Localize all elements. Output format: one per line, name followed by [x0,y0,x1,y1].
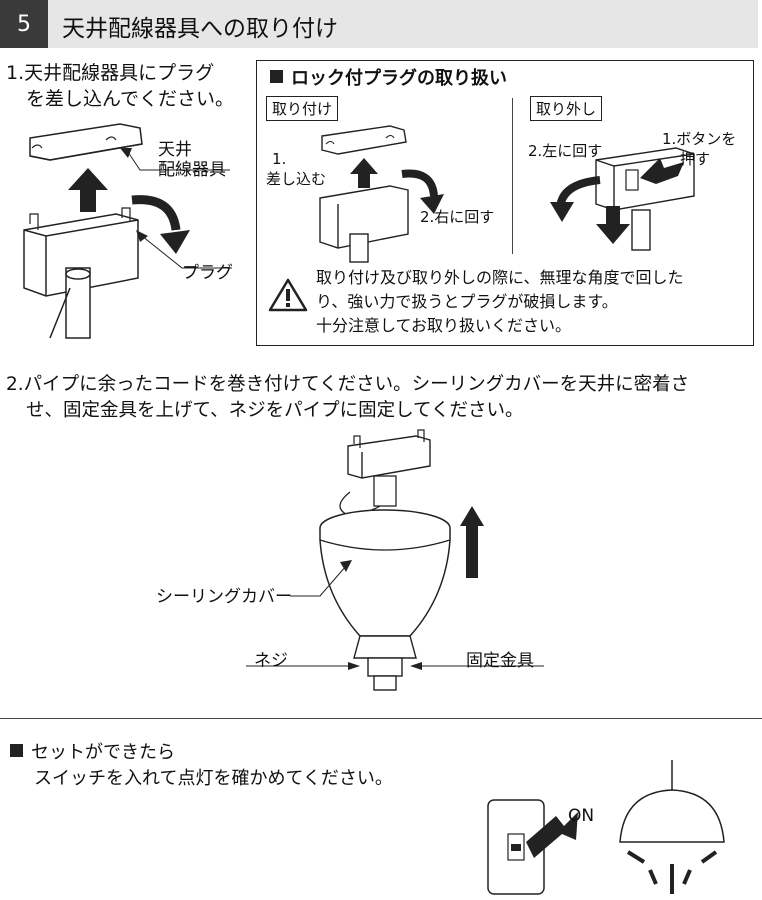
switch-on-label: ON [568,806,595,826]
warning-triangle-icon [268,278,308,312]
done-body: スイッチを入れて点灯を確かめてください。 [34,768,393,789]
section-divider [0,718,762,719]
step1-instruction-line2: を差し込んでください。 [26,88,235,110]
label-plug: プラグ [182,263,233,283]
warning-line3: 十分注意してお取り扱いください。 [316,316,572,335]
step-number-badge: 5 [0,0,48,48]
lock-plug-box [256,60,754,346]
warning-line2: り、強い力で扱うとプラグが破損します。 [316,292,618,311]
step1-instruction-line1: 1.天井配線器具にプラグ [6,62,215,84]
label-screw: ネジ [254,651,288,671]
step2-instruction-line2: せ、固定金具を上げて、ネジをパイプに固定してください。 [26,400,524,421]
tag-detach: 取り外し [530,96,603,121]
square-bullet-icon [10,744,23,757]
section-title: 天井配線器具への取り付け [62,16,338,42]
label-fixing-bracket: 固定金具 [466,651,534,671]
warning-line1: 取り付け及び取り外しの際に、無理な角度で回した [316,268,684,287]
square-bullet-icon [270,70,283,83]
lamp-lit-illustration [619,760,725,894]
warning-text: 取り付け及び取り外しの際に、無理な角度で回した り、強い力で扱うとプラグが破損し… [316,266,684,338]
lock-attach-illustration [319,125,444,263]
step2-instruction-line1: 2.パイプに余ったコードを巻き付けてください。シーリングカバーを天井に密着さ [6,374,690,395]
tag-attach: 取り付け [266,96,339,121]
detach-step1-label-line2: 押す [680,150,711,168]
ceiling-cover-illustration [246,429,544,691]
lock-box-divider [512,98,513,254]
label-ceiling-fixture-line1: 天井 [158,140,192,160]
lock-box-title-row: ロック付プラグの取り扱い [270,64,507,90]
label-ceiling-cover: シーリングカバー [156,587,292,607]
attach-step2-label: 2.右に回す [420,208,495,226]
lock-detach-illustration [550,147,695,251]
attach-step1-number: 1. [272,150,287,168]
detach-step2-label: 2.左に回す [528,142,603,160]
done-title: セットができたら [31,742,175,763]
plug-insert-illustration [23,123,232,339]
attach-step1-label: 差し込む [266,170,327,188]
detach-step1-label-line1: 1.ボタンを [662,130,737,148]
label-ceiling-fixture-line2: 配線器具 [158,160,226,180]
section-header-bar [0,0,758,48]
done-title-row: セットができたら [10,738,175,764]
lock-box-title: ロック付プラグの取り扱い [291,68,507,89]
wall-switch-illustration [487,799,578,895]
